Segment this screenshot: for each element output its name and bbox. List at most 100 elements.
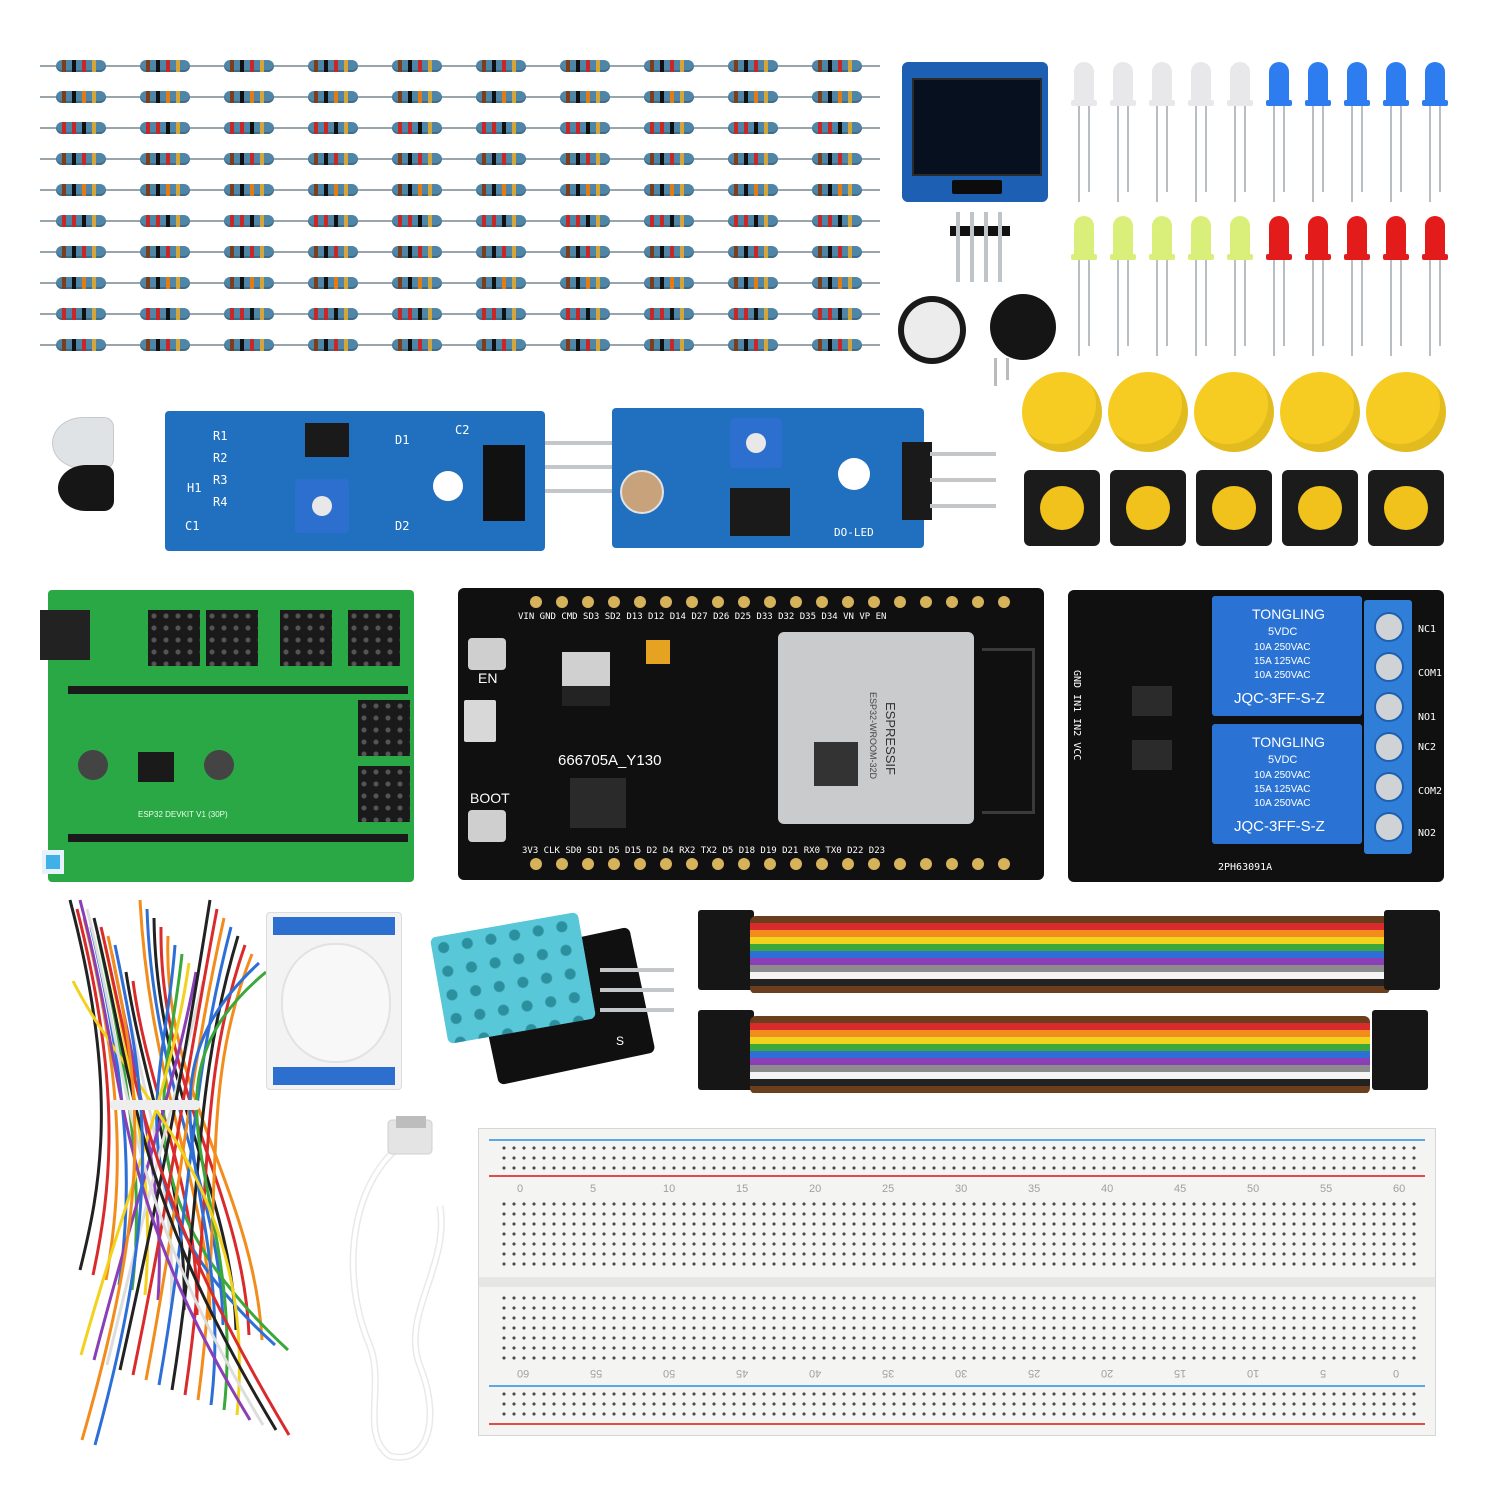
resistor-icon (292, 59, 376, 73)
breadboard-bottom-number: 10 (1247, 1367, 1260, 1379)
led-icon (1144, 216, 1178, 356)
resistor-icon (628, 183, 712, 197)
resistor-icon (124, 214, 208, 228)
resistor-icon (376, 338, 460, 352)
led-icon (1417, 216, 1451, 356)
led-icon (1222, 216, 1256, 356)
push-button-icon (1110, 470, 1186, 546)
resistor-icon (628, 59, 712, 73)
resistor-icon (628, 338, 712, 352)
led-icon (1339, 62, 1373, 202)
resistor-icon (544, 338, 628, 352)
breadboard-bottom-number: 20 (1101, 1367, 1114, 1379)
resistor-icon (40, 152, 124, 166)
term-com1: COM1 (1418, 668, 1443, 679)
resistor-icon (376, 121, 460, 135)
led-icon (1066, 216, 1100, 356)
relay2-brand: TONGLING (1252, 734, 1325, 750)
pin-header-icon (950, 212, 1010, 282)
resistor-icon (292, 276, 376, 290)
relay2-rating-2: 15A 125VAC (1254, 784, 1311, 795)
resistor-icon (208, 214, 292, 228)
resistor-icon (628, 276, 712, 290)
breadboard-bottom-number: 40 (809, 1367, 822, 1379)
resistor-icon (124, 121, 208, 135)
ir-label-r4: R4 (213, 495, 228, 509)
boot-button-label: BOOT (470, 790, 510, 806)
resistor-icon (208, 152, 292, 166)
resistor-icon (544, 59, 628, 73)
do-led-label: DO-LED (834, 526, 874, 539)
resistor-icon (292, 121, 376, 135)
led-icon (1183, 216, 1217, 356)
button-cap-icon (1108, 372, 1188, 452)
relay2-rating-3: 10A 250VAC (1254, 798, 1311, 809)
resistor-icon (124, 245, 208, 259)
resistor-icon (796, 121, 880, 135)
resistor-icon (40, 214, 124, 228)
breadboard-top-number: 60 (1393, 1183, 1406, 1195)
resistor-icon (712, 59, 796, 73)
relay-board-code: 2PH63091A (1218, 862, 1273, 873)
resistor-icon (292, 152, 376, 166)
resistor-icon (460, 183, 544, 197)
led-icon (1066, 62, 1100, 202)
breadboard-top-number: 45 (1174, 1183, 1187, 1195)
resistor-icon (124, 276, 208, 290)
oled-pin-socket (952, 180, 1002, 194)
resistor-icon (292, 307, 376, 321)
dupont-ribbon-1 (698, 908, 1468, 998)
resistor-icon (796, 183, 880, 197)
oled-display-icon (902, 62, 1048, 202)
ir-label-h1: H1 (187, 481, 202, 495)
relay1-rating-2: 15A 125VAC (1254, 656, 1311, 667)
relay1-model: JQC-3FF-S-Z (1234, 690, 1325, 707)
resistor-icon (628, 245, 712, 259)
buzzer-icon (990, 294, 1056, 360)
led-icon (1222, 62, 1256, 202)
resistor-icon (376, 59, 460, 73)
breadboard-top-number: 30 (955, 1183, 968, 1195)
shield-label: ESP32 DEVKIT V1 (30P) (138, 810, 228, 819)
led-icon (1183, 62, 1217, 202)
resistor-icon (460, 121, 544, 135)
breadboard-bottom-number: 50 (663, 1367, 676, 1379)
breadboard-top-number: 35 (1028, 1183, 1041, 1195)
resistor-icon (460, 152, 544, 166)
breadboard-top-number: 10 (663, 1183, 676, 1195)
resistor-icon (712, 214, 796, 228)
resistor-icon (292, 214, 376, 228)
resistor-icon (376, 152, 460, 166)
breadboard-top-number: 0 (517, 1183, 524, 1195)
resistor-icon (628, 121, 712, 135)
sensor-shield-icon: ESP32 DEVKIT V1 (30P) (40, 590, 414, 882)
breadboard-top-number: 20 (809, 1183, 822, 1195)
relay1-voltage: 5VDC (1268, 626, 1298, 638)
dht11-sensor-icon: S (424, 911, 676, 1086)
led-icon (1105, 216, 1139, 356)
ir-label-r1: R1 (213, 429, 228, 443)
en-button-label: EN (478, 670, 498, 686)
resistor-icon (376, 90, 460, 104)
breadboard-bottom-number: 0 (1393, 1367, 1400, 1379)
resistor-icon (544, 183, 628, 197)
ir-label-r3: R3 (213, 473, 228, 487)
term-no1: NO1 (1418, 712, 1437, 723)
resistor-icon (208, 59, 292, 73)
resistor-icon (544, 245, 628, 259)
resistor-icon (376, 276, 460, 290)
push-button-icon (1282, 470, 1358, 546)
led-icon (1144, 62, 1178, 202)
breadboard-top-number: 55 (1320, 1183, 1333, 1195)
breadboard-bottom-number: 60 (517, 1367, 530, 1379)
breadboard-top-number: 5 (590, 1183, 597, 1195)
relay2-voltage: 5VDC (1268, 754, 1298, 766)
resistor-icon (124, 307, 208, 321)
resistor-icon (712, 90, 796, 104)
relay1-rating-1: 10A 250VAC (1254, 642, 1311, 653)
resistor-icon (208, 276, 292, 290)
resistor-icon (40, 276, 124, 290)
resistor-icon (208, 338, 292, 352)
resistor-icon (796, 90, 880, 104)
